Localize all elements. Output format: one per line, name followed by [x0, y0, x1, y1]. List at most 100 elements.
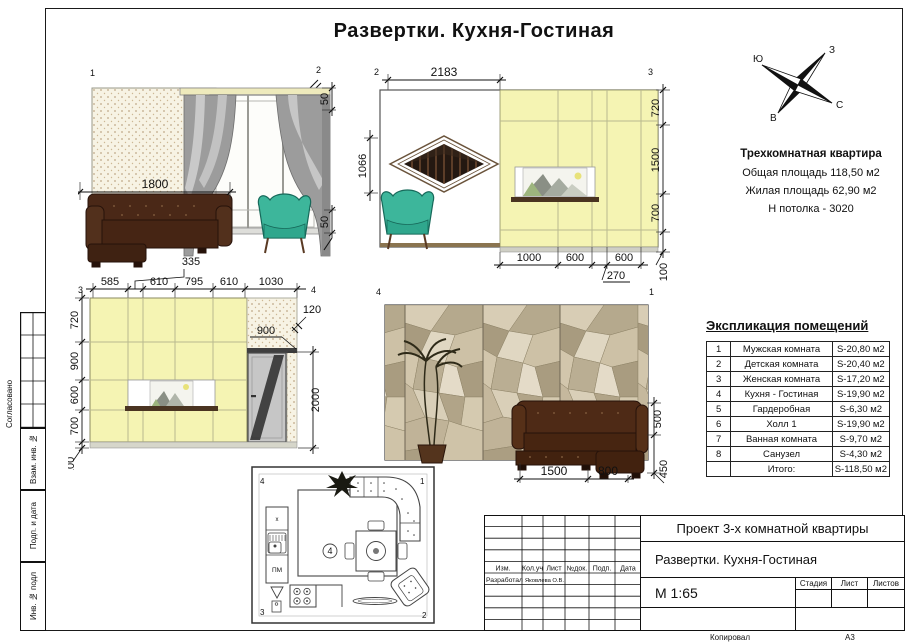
project-name-cell: Проект 3-х комнатной квартиры [640, 515, 905, 542]
wall-marker: 2 [316, 65, 321, 75]
armchair-plan [390, 567, 430, 607]
col-podp: Подп. [593, 566, 612, 573]
kitchen-units [265, 506, 289, 613]
wall-marker: 3 [648, 67, 653, 77]
wall-marker: 4 [376, 287, 381, 297]
svg-text:100: 100 [658, 263, 670, 281]
svg-text:120: 120 [303, 304, 321, 316]
dim-left-chain: 720 900 600 700 100 [68, 291, 89, 470]
dim-50-top: 50 [319, 82, 336, 116]
cabinet-wall [89, 297, 248, 443]
table-row: Итого:S-118,50 м2 [705, 461, 891, 477]
col-koluch: Кол.уч [522, 566, 543, 573]
col-izm: Изм. [496, 566, 511, 573]
dim-2183: 2183 [382, 65, 506, 90]
format-label: А3 [845, 633, 855, 642]
stove-icon [289, 584, 343, 608]
svg-text:100: 100 [68, 457, 77, 470]
svg-text:610: 610 [150, 276, 168, 288]
page-title: Развертки. Кухня-Гостиная [333, 20, 615, 42]
svg-text:50: 50 [319, 216, 331, 228]
compass-rose: З Ю С В [753, 45, 843, 124]
wall-mirror-diamond [388, 135, 500, 193]
sheet-value-cell [831, 589, 868, 608]
dim-1800: 1800 [78, 177, 236, 200]
wall-marker: 3 [78, 285, 83, 295]
svg-text:1066: 1066 [358, 154, 369, 178]
floor-strip [380, 243, 500, 247]
stage-value-cell [795, 589, 832, 608]
dining-table [344, 520, 408, 582]
plan-corner-marker: 1 [420, 477, 425, 486]
plan-corner-marker: 2 [422, 611, 427, 620]
author-name: Яковлева О.В. [525, 578, 564, 584]
svg-text:1500: 1500 [650, 148, 662, 172]
dim-bottom: 1500 800 [514, 463, 634, 483]
agreed-label: Согласовано [5, 379, 14, 428]
dim-335: 335 [182, 256, 200, 268]
svg-text:600: 600 [615, 252, 633, 264]
svg-text:270: 270 [607, 270, 625, 282]
floor-plan: 4 1 3 2 x ПМ [251, 466, 435, 624]
shelf-niche [511, 166, 599, 202]
empty-cell [795, 607, 905, 631]
corner-sofa [85, 193, 233, 268]
doc-title-cell: Развертки. Кухня-Гостиная [640, 541, 905, 578]
kitchen-cell-x-label: x [276, 517, 279, 523]
plan-corner-marker: 4 [260, 477, 265, 486]
explication-title: Экспликация помещений [706, 318, 869, 333]
title-block-grid: Изм. Кол.уч Лист №док. Подп. Дата Разраб… [484, 515, 641, 631]
svg-text:4: 4 [327, 546, 332, 556]
cornice [179, 87, 331, 96]
side-cell-vzam: Взам. инв. № [20, 428, 46, 490]
dim-right-chain: 720 1500 700 100 [650, 84, 670, 281]
svg-text:585: 585 [101, 276, 119, 288]
corner-sofa-plan [349, 476, 421, 542]
plant-plan-icon [326, 471, 358, 497]
dim-right: 500 450 [647, 397, 670, 484]
door-handle [251, 395, 256, 398]
scale-cell: М 1:65 [640, 577, 796, 608]
role-label: Разработал [486, 576, 523, 584]
compass-south-label: Ю [753, 54, 763, 65]
svg-text:600: 600 [69, 386, 81, 404]
bench-plan [352, 597, 398, 605]
potted-plant [397, 338, 463, 464]
svg-text:800: 800 [598, 464, 618, 478]
picture-art [522, 167, 588, 197]
dishwasher-label: ПМ [272, 567, 282, 574]
dim-50-bottom: 50 [319, 205, 336, 251]
svg-text:1500: 1500 [541, 464, 568, 478]
svg-text:50: 50 [319, 93, 331, 105]
col-data: Дата [620, 566, 636, 573]
sink-icon [267, 532, 287, 554]
apartment-title: Трехкомнатная квартира [740, 148, 882, 160]
compass-east-label: В [770, 113, 777, 124]
dim-2000: 2000 [288, 346, 322, 454]
copied-label: Копировал [709, 633, 751, 642]
side-cell-inv: Инв. № подл [20, 562, 46, 631]
svg-text:2000: 2000 [310, 388, 322, 412]
empty-cell [640, 607, 796, 631]
picture-art [149, 380, 194, 410]
compass-west-label: З [829, 45, 835, 56]
svg-text:720: 720 [69, 311, 81, 329]
svg-text:900: 900 [69, 352, 81, 370]
plan-corner-marker: 3 [260, 608, 265, 617]
wall-marker: 2 [374, 67, 379, 77]
compass-north-label: С [836, 100, 843, 111]
apartment-living-area: Жилая площадь 62,90 м2 [745, 185, 877, 197]
svg-text:700: 700 [650, 204, 662, 222]
svg-text:2183: 2183 [431, 65, 458, 79]
svg-text:1000: 1000 [517, 252, 541, 264]
funnel-symbol [270, 586, 284, 599]
armchair [257, 193, 312, 254]
